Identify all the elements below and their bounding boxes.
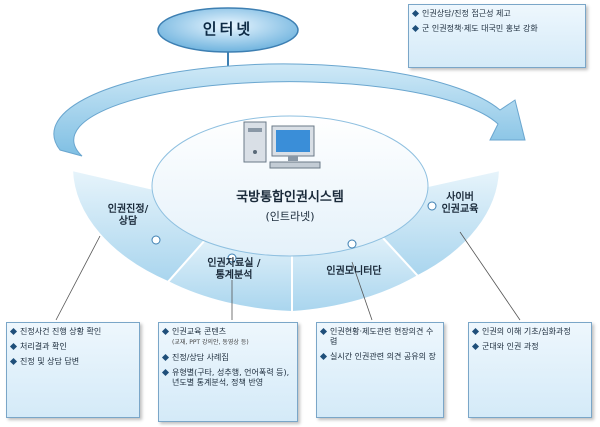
junction-dot bbox=[151, 235, 161, 245]
center-hub bbox=[151, 115, 429, 257]
list-item: 군대와 인권 과정 bbox=[473, 342, 587, 352]
top-item-2: 군 인권정책·제도 대국민 홍보 강화 bbox=[413, 24, 581, 34]
bottom-box-petition: 진정사건 진행 상황 확인 처리결과 확인 진정 및 상담 답변 bbox=[6, 322, 140, 418]
list-item: 처리결과 확인 bbox=[11, 342, 135, 352]
list-item: 진정 및 상담 답변 bbox=[11, 357, 135, 367]
cycle-ring bbox=[53, 63, 526, 157]
list-item: 인권현황·제도관련 현장의견 수렴 bbox=[321, 327, 439, 347]
bottom-box-cyber: 인권의 이해 기초/심화과정 군대와 인권 과정 bbox=[468, 322, 592, 418]
bottom-box-monitor: 인권현황·제도관련 현장의견 수렴 실시간 인권관련 의견 공유의 장 bbox=[316, 322, 444, 418]
junction-dot bbox=[227, 253, 237, 263]
top-item-1: 인권상담/진정 접근성 제고 bbox=[413, 9, 581, 19]
top-info-box: 인권상담/진정 접근성 제고 군 인권정책·제도 대국민 홍보 강화 bbox=[408, 4, 586, 68]
leader-line bbox=[351, 261, 373, 321]
list-item: 인권교육 콘텐츠 bbox=[163, 327, 293, 337]
segment-label-petition: 인권진정/ 상담 bbox=[107, 204, 149, 227]
segment-label-monitor: 인권모니터단 bbox=[326, 266, 382, 277]
segment-label-cyber: 사이버 인권교육 bbox=[441, 192, 479, 215]
junction-dot bbox=[427, 201, 437, 211]
computer-icon bbox=[243, 121, 321, 169]
leader-line bbox=[459, 231, 521, 321]
list-item: 실시간 인권관련 의견 공유의 장 bbox=[321, 352, 439, 362]
segment-label-materials: 인권자료실 / 통계분석 bbox=[207, 258, 261, 281]
center-title: 국방통합인권시스템 bbox=[236, 190, 344, 205]
bottom-box-materials: 인권교육 콘텐츠 (교재, PPT 강의안, 동영상 등) 진정/상담 사례집 … bbox=[158, 322, 298, 422]
list-item: 유형별(구타, 성추행, 언어폭력 등), 년도별 통계분석, 정책 반영 bbox=[163, 368, 293, 388]
list-item: 진정/상담 사례집 bbox=[163, 353, 293, 363]
junction-dot bbox=[347, 239, 357, 249]
center-subtitle: (인트라넷) bbox=[265, 210, 315, 223]
list-item: 진정사건 진행 상황 확인 bbox=[11, 327, 135, 337]
internet-label: 인터넷 bbox=[202, 20, 254, 38]
list-item-sub: (교재, PPT 강의안, 동영상 등) bbox=[172, 339, 249, 346]
leader-line bbox=[55, 235, 101, 321]
list-item: 인권의 이해 기초/심화과정 bbox=[473, 327, 587, 337]
